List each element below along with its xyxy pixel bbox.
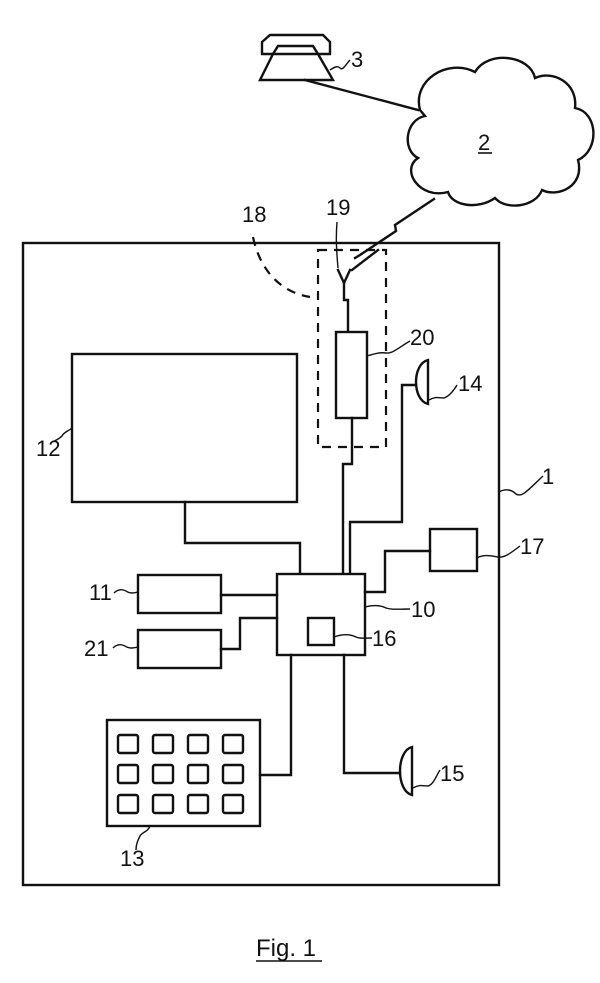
leader-11 xyxy=(114,590,138,593)
network-cloud-icon xyxy=(408,58,594,206)
microphone-wire xyxy=(344,655,400,773)
label-20: 20 xyxy=(410,325,434,350)
keypad-key xyxy=(223,735,243,753)
module-17-wire xyxy=(365,551,430,592)
keypad-wire xyxy=(260,655,291,775)
module-21-block xyxy=(138,630,221,668)
keypad-key xyxy=(153,735,173,753)
module-21-wire xyxy=(221,618,277,649)
label-10: 10 xyxy=(411,597,435,622)
module-11-block xyxy=(138,575,221,613)
label-15: 15 xyxy=(440,761,464,786)
transceiver-block xyxy=(336,332,367,418)
keypad-key xyxy=(188,735,208,753)
label-12: 12 xyxy=(36,436,60,461)
keypad-key xyxy=(188,765,208,783)
keypad-key xyxy=(118,765,138,783)
label-21: 21 xyxy=(84,636,108,661)
label-18: 18 xyxy=(242,202,266,227)
antenna-icon xyxy=(338,270,350,330)
leader-15 xyxy=(413,770,440,788)
figure-caption: Fig. 1 xyxy=(256,935,316,962)
sub-unit-16 xyxy=(308,618,334,645)
speaker-icon xyxy=(416,360,428,404)
label-13: 13 xyxy=(120,846,144,871)
label-11: 11 xyxy=(89,580,112,605)
leader-1 xyxy=(499,476,543,495)
display-block xyxy=(72,354,297,502)
leader-10 xyxy=(365,606,410,610)
leader-20 xyxy=(367,341,410,356)
keypad-key xyxy=(153,765,173,783)
boundary-18-arc xyxy=(253,237,310,297)
keypad-key xyxy=(118,735,138,753)
leader-3 xyxy=(330,60,350,70)
label-19: 19 xyxy=(326,195,350,220)
module-17-block xyxy=(430,529,477,571)
leader-21 xyxy=(113,645,138,648)
label-2: 2 xyxy=(478,130,490,155)
label-3: 3 xyxy=(351,47,363,72)
display-wire xyxy=(185,502,300,574)
label-14: 14 xyxy=(458,371,482,396)
leader-19 xyxy=(336,222,338,268)
label-17: 17 xyxy=(520,534,544,559)
phone-network-link xyxy=(305,80,418,110)
microphone-icon xyxy=(400,747,412,795)
keypad-key xyxy=(188,795,208,813)
keypad-key xyxy=(118,795,138,813)
leader-14 xyxy=(429,385,457,400)
label-1: 1 xyxy=(542,464,554,489)
keypad-key xyxy=(223,795,243,813)
keypad-key xyxy=(153,795,173,813)
telephone-icon xyxy=(260,35,333,80)
label-16: 16 xyxy=(372,626,396,651)
keypad-key xyxy=(223,765,243,783)
